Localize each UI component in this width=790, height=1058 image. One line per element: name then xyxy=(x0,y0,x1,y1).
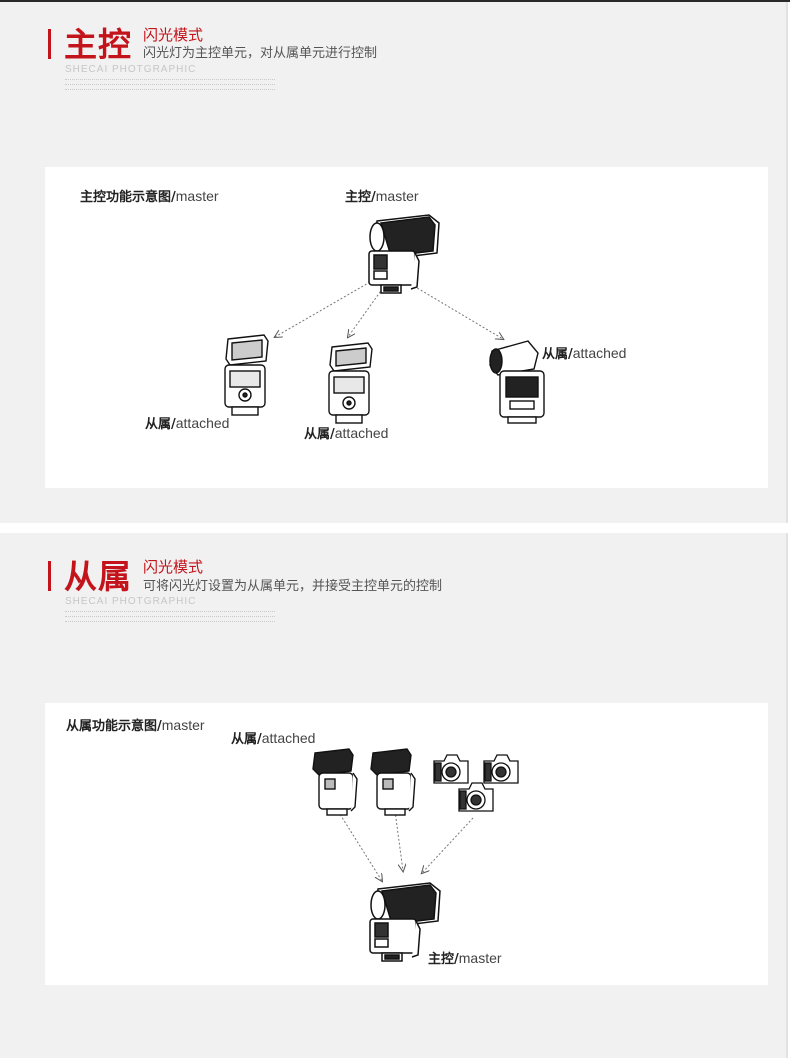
slave-label-right: 从属/attached xyxy=(542,345,627,362)
master-title: 主控 xyxy=(64,25,132,64)
dashed-arrow-icon xyxy=(337,810,474,881)
master-diagram-art xyxy=(224,214,545,424)
master-mode-section: 主控 闪光模式 闪光灯为主控单元，对从属单元进行控制 SHECAI PHOTGR… xyxy=(0,2,788,523)
title-accent-bar xyxy=(48,29,51,59)
speedlite-flash-icon xyxy=(312,748,358,816)
master-flash-label: 主控/master xyxy=(345,188,419,205)
master-mode-label: 闪光模式 xyxy=(143,26,204,44)
brand-english: SHECAI PHOTGRAPHIC xyxy=(65,64,197,75)
attached-label: 从属/attached xyxy=(231,730,316,747)
slave-label-left: 从属/attached xyxy=(145,415,230,432)
speedlite-flash-icon xyxy=(370,748,416,816)
dslr-camera-icon xyxy=(458,782,494,812)
title-accent-bar xyxy=(48,561,51,591)
decorative-fine-print xyxy=(65,79,275,94)
speedlite-flash-icon xyxy=(369,882,441,962)
dslr-camera-icon xyxy=(433,754,469,784)
slave-diagram-caption: 从属功能示意图/master xyxy=(66,717,205,734)
master-flash-label: 主控/master xyxy=(428,950,502,967)
slave-diagram-panel: 从属功能示意图/master 从属/attached 主控/master xyxy=(45,703,768,985)
speedlite-flash-icon xyxy=(328,342,373,424)
master-diagram-panel: 主控功能示意图/master 主控/master 从属/attached 从属/… xyxy=(45,167,768,488)
decorative-fine-print xyxy=(65,611,275,626)
speedlite-flash-icon xyxy=(489,340,545,424)
slave-title: 从属 xyxy=(64,557,132,596)
top-divider xyxy=(0,0,790,2)
brand-english: SHECAI PHOTGRAPHIC xyxy=(65,596,197,607)
slave-mode-label: 闪光模式 xyxy=(143,558,204,576)
slave-diagram-art xyxy=(312,748,519,962)
speedlite-flash-icon xyxy=(224,334,269,416)
slave-description: 可将闪光灯设置为从属单元，并接受主控单元的控制 xyxy=(143,579,443,594)
slave-mode-section: 从属 闪光模式 可将闪光灯设置为从属单元，并接受主控单元的控制 SHECAI P… xyxy=(0,533,788,1058)
dashed-arrow-icon xyxy=(275,281,503,339)
master-diagram-caption: 主控功能示意图/master xyxy=(80,188,219,205)
dslr-camera-icon xyxy=(483,754,519,784)
master-description: 闪光灯为主控单元，对从属单元进行控制 xyxy=(143,46,378,61)
speedlite-flash-icon xyxy=(368,214,440,294)
slave-label-middle: 从属/attached xyxy=(304,425,389,442)
